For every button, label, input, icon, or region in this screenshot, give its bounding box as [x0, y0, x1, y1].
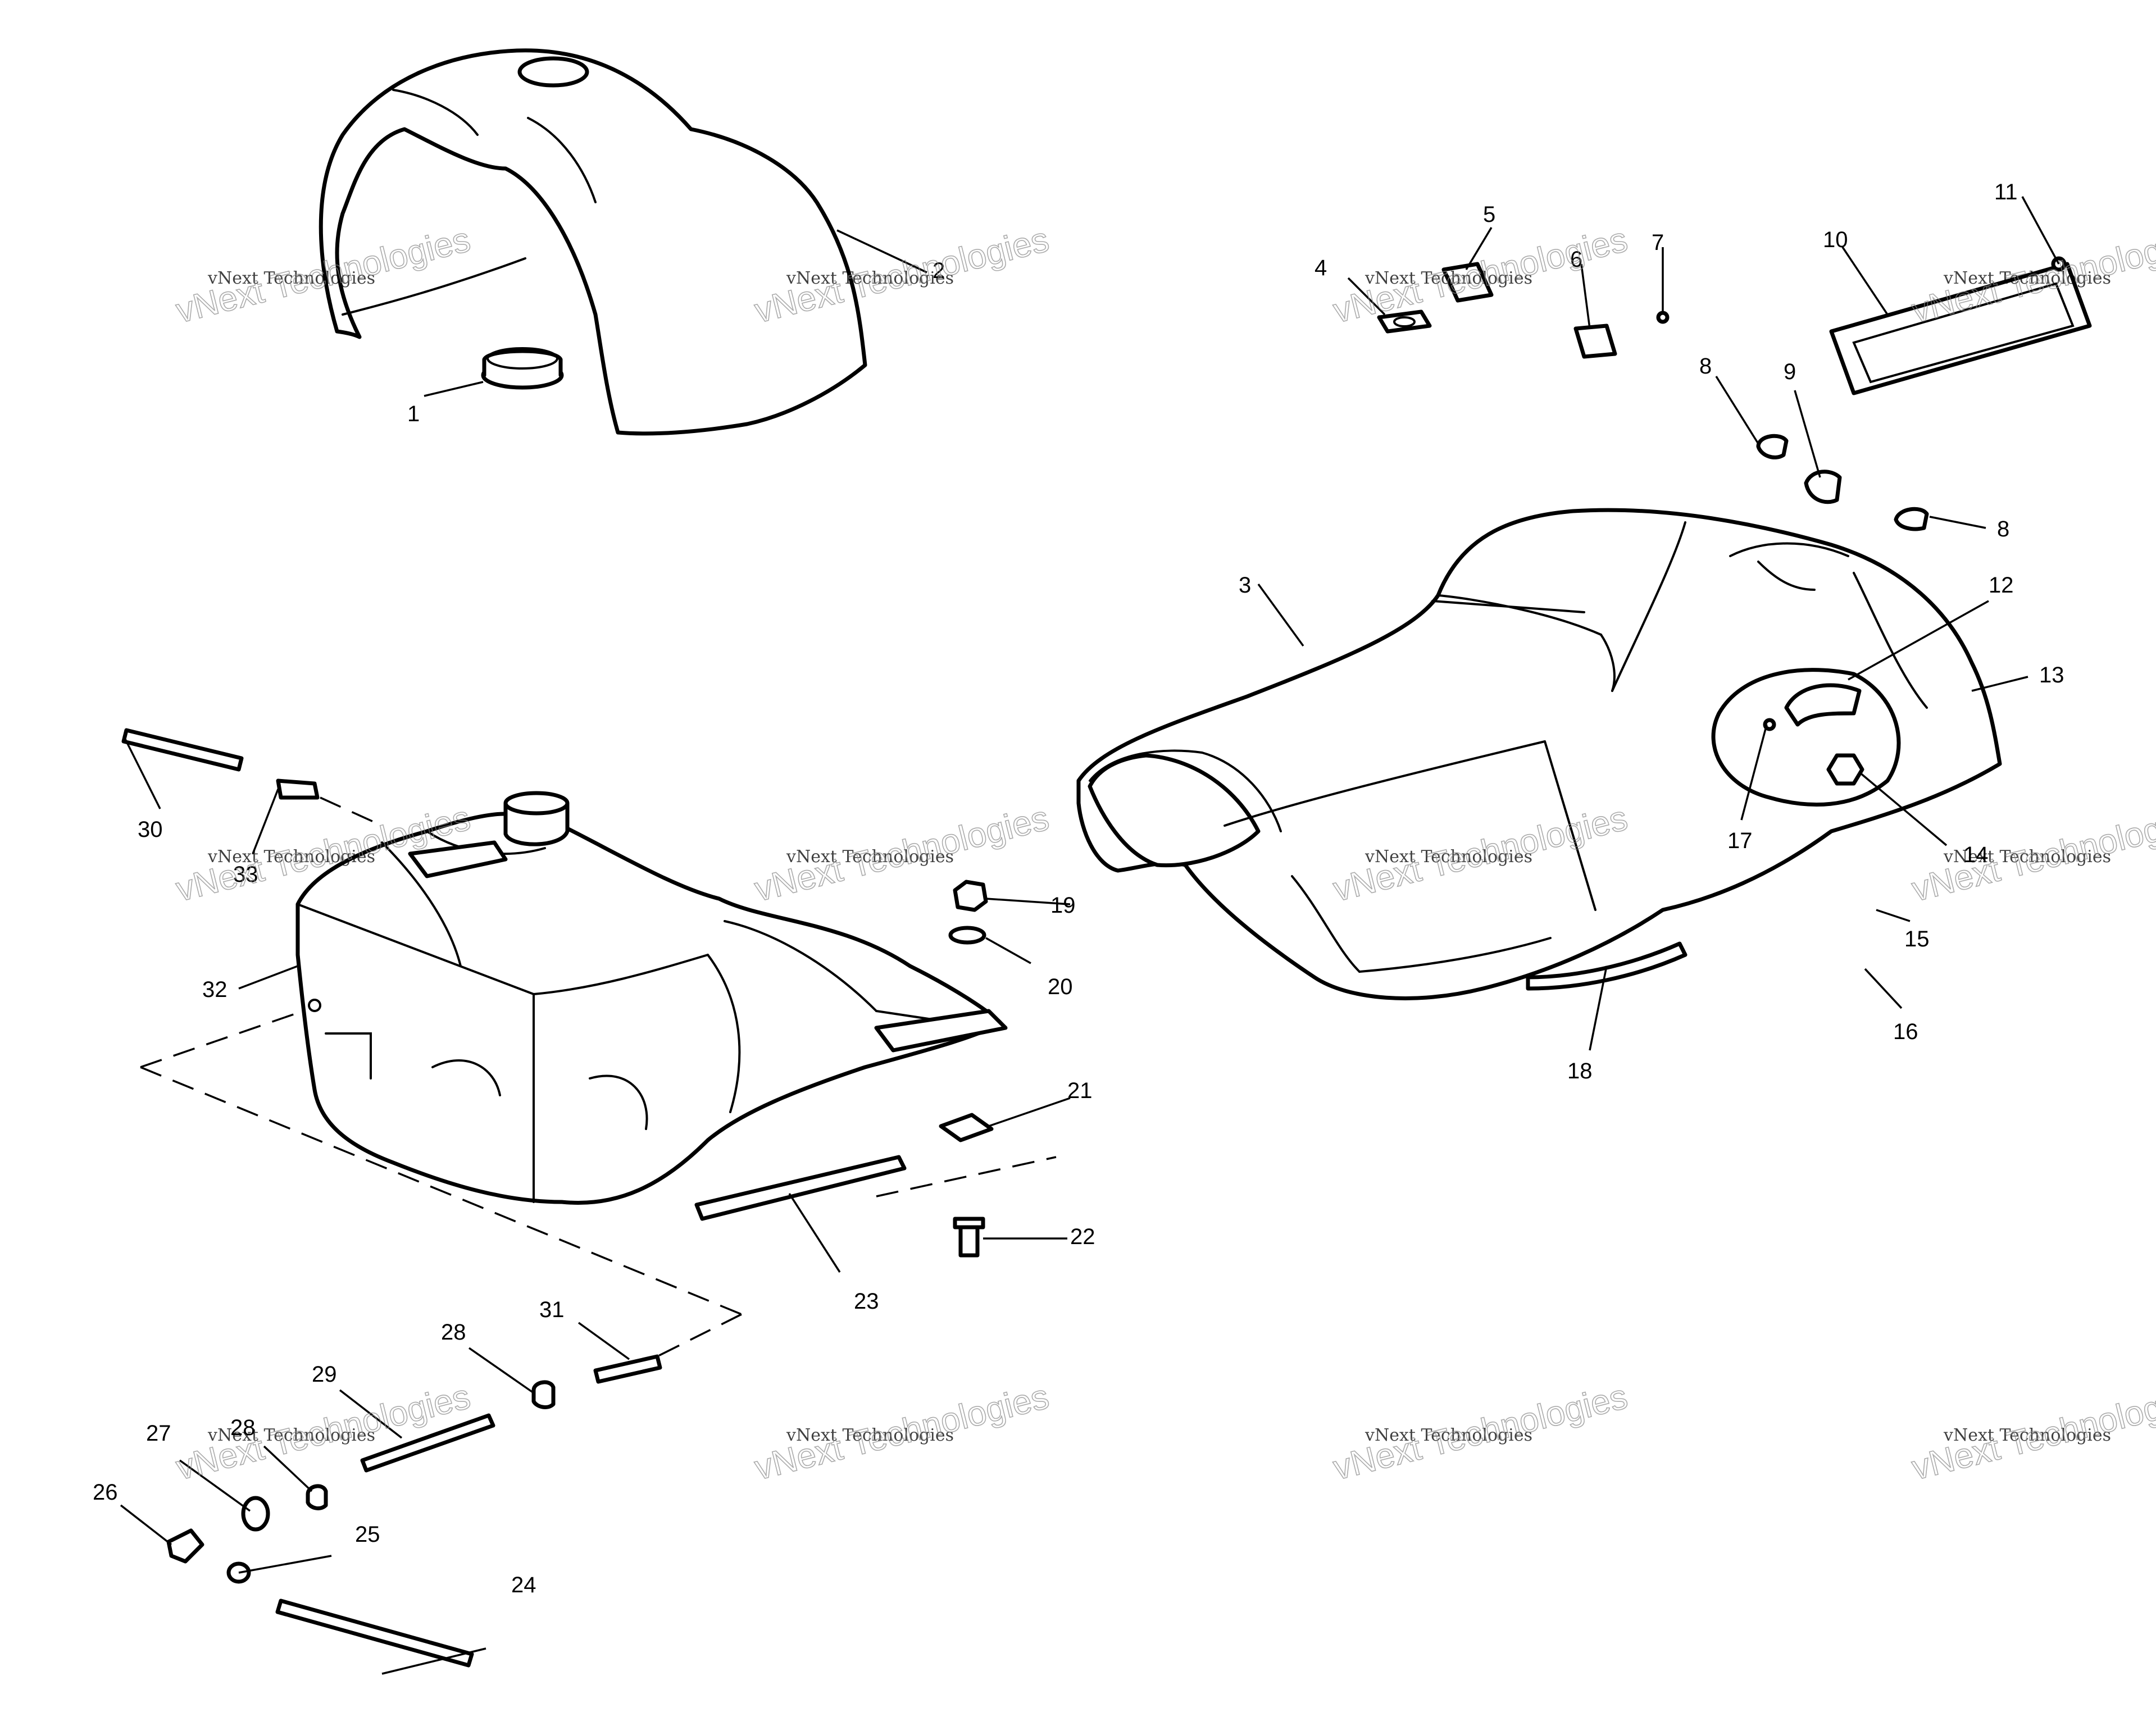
- part-31-fitting: [593, 1354, 662, 1384]
- callout-11: 11: [1994, 180, 2018, 204]
- callout-labels: 1 2 3 4 5 6 7 8 9 10 11 8 12 13 14 15 16…: [93, 180, 2064, 1597]
- watermark-text: vNext Technologies: [1364, 1426, 1532, 1445]
- part-30-tube: [121, 728, 244, 772]
- part-6-bracket: [1573, 324, 1617, 359]
- callout-15: 15: [1904, 927, 1930, 951]
- callout-29: 29: [312, 1362, 337, 1387]
- watermark-text: vNext Technologies: [1943, 268, 2111, 288]
- callout-17: 17: [1727, 828, 1753, 853]
- callout-18: 18: [1567, 1059, 1593, 1083]
- callout-7: 7: [1652, 230, 1664, 255]
- part-27-grommet: [241, 1496, 270, 1532]
- callout-8-upper: 8: [1699, 354, 1712, 379]
- callout-32: 32: [202, 977, 228, 1002]
- callout-12: 12: [1989, 573, 2014, 598]
- callout-22: 22: [1070, 1224, 1095, 1249]
- callout-3: 3: [1239, 573, 1251, 598]
- part-2-tank-cover: [319, 48, 867, 436]
- callout-25: 25: [355, 1522, 380, 1547]
- callout-14: 14: [1963, 842, 1989, 867]
- watermark-text: vNext Technologies: [786, 1426, 954, 1445]
- callout-20: 20: [1048, 974, 1073, 999]
- watermark-text: vNext Technologies: [207, 268, 375, 288]
- part-9-bumper: [1804, 470, 1842, 504]
- part-5-plate: [1441, 262, 1494, 303]
- part-24-hose: [275, 1599, 474, 1668]
- part-4-grommet: [1377, 309, 1432, 334]
- part-8-bumper-upper: [1756, 434, 1789, 459]
- callout-21: 21: [1067, 1078, 1093, 1103]
- part-22-bolt: [953, 1217, 985, 1258]
- watermark-text: vNext Technologies: [1364, 268, 1532, 288]
- watermark-text: vNext Technologies: [786, 268, 954, 288]
- part-8-bumper-lower: [1894, 507, 1929, 531]
- callout-19: 19: [1050, 893, 1076, 918]
- watermark-text: vNext Technologies: [207, 847, 375, 867]
- watermark-text: vNext Technologies: [1943, 1426, 2111, 1445]
- watermark-text: vNext Technologies: [786, 847, 954, 867]
- callout-13: 13: [2039, 663, 2064, 687]
- assembly-dash-lines: [140, 796, 1057, 1358]
- callout-16: 16: [1893, 1019, 1918, 1044]
- watermark-text: vNext Technologies: [207, 1426, 375, 1445]
- callout-23: 23: [854, 1289, 879, 1314]
- callout-10: 10: [1823, 227, 1848, 252]
- callout-5: 5: [1483, 202, 1495, 227]
- part-21-pad: [939, 1113, 994, 1142]
- part-14-nut: [1826, 753, 1864, 786]
- part-10-taillight: [1829, 256, 2092, 395]
- leader-lines: [120, 196, 2060, 1675]
- callout-24: 24: [511, 1573, 536, 1597]
- part-28-clamp-upper: [531, 1380, 556, 1409]
- callout-2: 2: [933, 258, 945, 283]
- part-19-nut: [953, 880, 988, 912]
- callout-27: 27: [146, 1421, 171, 1446]
- callout-9: 9: [1784, 359, 1796, 384]
- part-17-rivet: [1763, 718, 1776, 731]
- callout-28-lower: 28: [230, 1415, 256, 1440]
- part-32-fuel-tank: [295, 791, 1008, 1205]
- watermark-text: vNext Technologies: [1364, 847, 1532, 867]
- part-1-fuel-cap: [481, 347, 564, 390]
- part-33-fitting: [276, 778, 320, 800]
- part-28-clamp-lower: [306, 1484, 328, 1510]
- callout-8-lower: 8: [1997, 517, 2009, 541]
- part-23-strip: [694, 1155, 907, 1221]
- callout-30: 30: [138, 817, 163, 842]
- part-3-seat: [1076, 508, 2002, 1000]
- callout-4: 4: [1314, 256, 1327, 280]
- callout-33: 33: [233, 862, 258, 887]
- part-20-washer: [948, 926, 986, 945]
- callout-28-upper: 28: [441, 1320, 466, 1345]
- part-26-valve: [166, 1528, 204, 1564]
- part-29-hose: [360, 1413, 495, 1473]
- callout-26: 26: [93, 1480, 118, 1505]
- watermark-text: vNext Technologies: [1943, 847, 2111, 867]
- callout-31: 31: [539, 1297, 565, 1322]
- callout-6: 6: [1570, 247, 1582, 272]
- callout-1: 1: [407, 402, 420, 426]
